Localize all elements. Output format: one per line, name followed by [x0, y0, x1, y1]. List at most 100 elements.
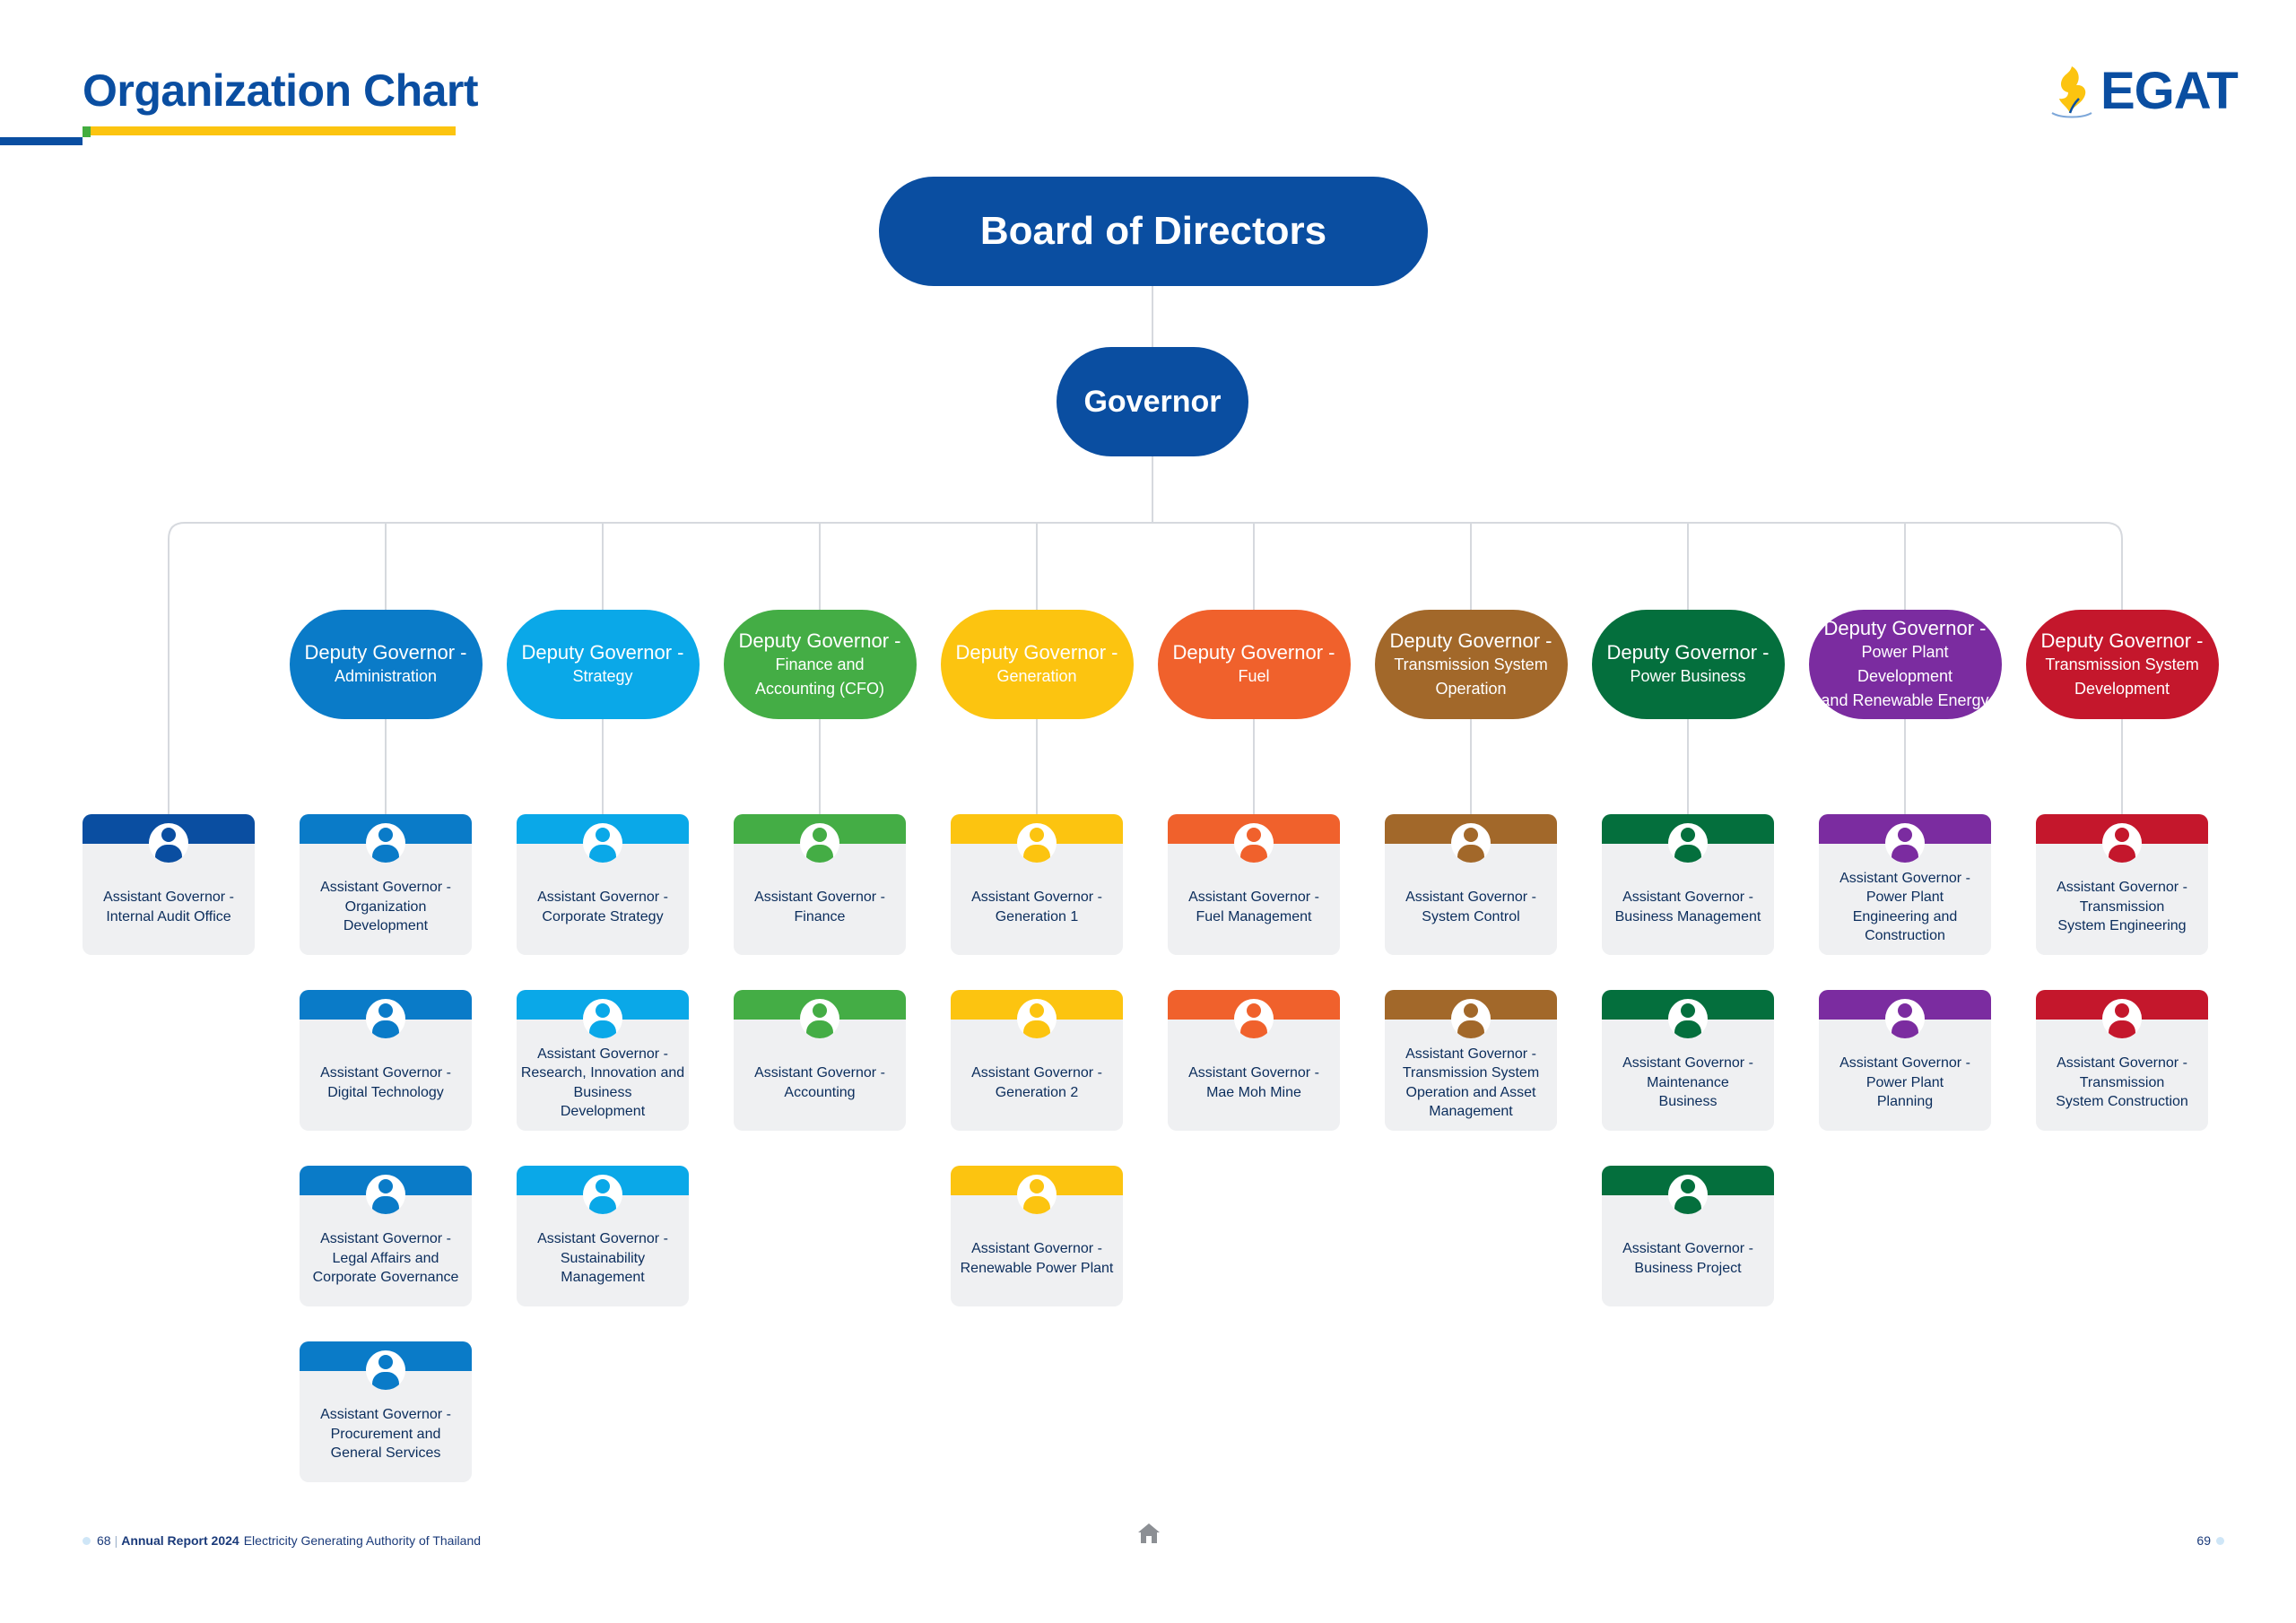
person-icon — [1017, 999, 1057, 1038]
person-icon — [2102, 823, 2142, 863]
report-title: Annual Report 2024 — [121, 1533, 239, 1548]
assistant-governor-card: Assistant Governor - Mae Moh Mine — [1168, 990, 1340, 1131]
deputy-department: Generation — [996, 667, 1077, 685]
deputy-title: Deputy Governor - — [1389, 629, 1552, 652]
assistant-governor-card: Assistant Governor - Sustainability Mana… — [517, 1166, 689, 1306]
person-icon — [366, 1350, 405, 1390]
person-icon — [1668, 823, 1708, 863]
page-title: Organization Chart — [83, 65, 479, 116]
card-label: Assistant Governor - System Control — [1405, 890, 1536, 924]
person-icon — [1668, 1175, 1708, 1214]
deputy-department: Fuel — [1238, 667, 1270, 685]
card-label: Assistant Governor - Digital Technology — [320, 1065, 451, 1100]
person-icon — [1451, 999, 1491, 1038]
person-icon — [366, 999, 405, 1038]
page-number-right: 69 — [2196, 1533, 2211, 1548]
assistant-governor-card: Assistant Governor - Transmission System… — [2036, 990, 2208, 1131]
person-icon — [1017, 1175, 1057, 1214]
organization-name: Electricity Generating Authority of Thai… — [243, 1533, 482, 1548]
deputy-title: Deputy Governor - — [1823, 617, 1987, 639]
deputy-governor-administration: Deputy Governor -Administration — [289, 610, 483, 719]
footer-right: 69 — [2196, 1533, 2224, 1548]
card-label: Assistant Governor - Internal Audit Offi… — [103, 890, 234, 924]
card-label: Assistant Governor - Research, Innovatio… — [520, 1046, 685, 1120]
deputy-title: Deputy Governor - — [1172, 641, 1335, 664]
person-icon — [1885, 999, 1925, 1038]
person-icon — [1885, 823, 1925, 863]
footer-dot-icon — [83, 1536, 91, 1545]
deputy-governor-power-business: Deputy Governor -Power Business — [1591, 610, 1785, 719]
card-label: Assistant Governor - Mae Moh Mine — [1188, 1065, 1319, 1100]
person-icon — [583, 823, 622, 863]
deputy-department: Finance and Accounting (CFO) — [754, 655, 885, 698]
assistant-governor-card: Assistant Governor - Generation 2 — [951, 990, 1123, 1131]
deputy-title: Deputy Governor - — [304, 641, 467, 664]
assistant-governor-card: Assistant Governor - Transmission System… — [2036, 814, 2208, 955]
assistant-governor-card: Assistant Governor - Generation 1 — [951, 814, 1123, 955]
board-of-directors-node: Board of Directors — [879, 177, 1428, 286]
assistant-governor-card: Assistant Governor - Procurement and Gen… — [300, 1341, 472, 1482]
home-icon[interactable] — [1137, 1523, 1161, 1549]
assistant-governor-card: Assistant Governor - Accounting — [734, 990, 906, 1131]
footer-dot-icon — [2216, 1536, 2224, 1545]
logo-text: EGAT — [2100, 62, 2239, 120]
horizontal-bus-line — [168, 522, 2123, 814]
deputy-title: Deputy Governor - — [738, 629, 901, 652]
person-icon — [583, 999, 622, 1038]
assistant-governor-card: Assistant Governor - Transmission System… — [1385, 990, 1557, 1131]
card-label: Assistant Governor - Sustainability Mana… — [537, 1231, 668, 1286]
card-label: Assistant Governor - Accounting — [754, 1065, 885, 1100]
footer-separator: | — [114, 1533, 118, 1548]
person-icon — [366, 823, 405, 863]
card-label: Assistant Governor - Renewable Power Pla… — [960, 1241, 1114, 1276]
card-label: Assistant Governor - Organization Develo… — [320, 880, 451, 934]
person-icon — [2102, 999, 2142, 1038]
person-icon — [1017, 823, 1057, 863]
assistant-governor-card: Assistant Governor - Research, Innovatio… — [517, 990, 689, 1131]
governor-node: Governor — [1057, 347, 1248, 456]
deputy-governor-transmission-development: Deputy Governor - Transmission System Dev… — [2025, 610, 2219, 719]
assistant-governor-card: Assistant Governor - Legal Affairs and C… — [300, 1166, 472, 1306]
deputy-title: Deputy Governor - — [521, 641, 684, 664]
card-label: Assistant Governor - Corporate Strategy — [537, 890, 668, 924]
card-label: Assistant Governor - Transmission System… — [2057, 880, 2187, 934]
page-number-left: 68 — [97, 1533, 111, 1548]
deputy-governor-fuel: Deputy Governor - Fuel — [1157, 610, 1351, 719]
assistant-governor-card: Assistant Governor - Fuel Management — [1168, 814, 1340, 955]
deputy-governor-transmission-operation: Deputy Governor - Transmission System Ope… — [1374, 610, 1568, 719]
assistant-governor-card: Assistant Governor - Internal Audit Offi… — [83, 814, 255, 955]
assistant-governor-card: Assistant Governor - Power Plant Plannin… — [1819, 990, 1991, 1131]
assistant-governor-card: Assistant Governor - Business Management — [1602, 814, 1774, 955]
person-icon — [1234, 999, 1274, 1038]
deputy-governor-generation: Deputy Governor - Generation — [940, 610, 1134, 719]
assistant-governor-card: Assistant Governor - System Control — [1385, 814, 1557, 955]
deputy-title: Deputy Governor - — [2040, 629, 2204, 652]
deputy-department: Power Plant Development and Renewable En… — [1821, 643, 1989, 709]
card-label: Assistant Governor - Generation 2 — [971, 1065, 1102, 1100]
person-icon — [1451, 823, 1491, 863]
card-label: Assistant Governor - Legal Affairs and C… — [312, 1231, 459, 1286]
card-label: Assistant Governor - Maintenance Busines… — [1622, 1055, 1753, 1110]
person-icon — [800, 999, 839, 1038]
card-label: Assistant Governor - Transmission System… — [1402, 1046, 1540, 1120]
card-label: Assistant Governor - Business Project — [1622, 1241, 1753, 1276]
assistant-governor-card: Assistant Governor - Power Plant Enginee… — [1819, 814, 1991, 955]
deputy-title: Deputy Governor - — [1606, 641, 1770, 664]
egat-logo: EGAT — [2047, 61, 2239, 121]
assistant-governor-card: Assistant Governor - Finance — [734, 814, 906, 955]
assistant-governor-card: Assistant Governor - Business Project — [1602, 1166, 1774, 1306]
assistant-governor-card: Assistant Governor - Digital Technology — [300, 990, 472, 1131]
assistant-governor-card: Assistant Governor - Maintenance Busines… — [1602, 990, 1774, 1131]
person-icon — [149, 823, 188, 863]
person-icon — [366, 1175, 405, 1214]
deputy-department: Transmission System Operation — [1394, 655, 1548, 698]
person-icon — [1234, 823, 1274, 863]
deputy-title: Deputy Governor - — [955, 641, 1118, 664]
card-label: Assistant Governor - Generation 1 — [971, 890, 1102, 924]
card-label: Assistant Governor - Power Plant Enginee… — [1839, 870, 1970, 944]
card-label: Assistant Governor - Finance — [754, 890, 885, 924]
deputy-department: Transmission System Development — [2045, 655, 2199, 698]
person-icon — [800, 823, 839, 863]
deputy-governor-finance: Deputy Governor - Finance and Accounting … — [723, 610, 917, 719]
card-label: Assistant Governor - Procurement and Gen… — [320, 1407, 451, 1462]
